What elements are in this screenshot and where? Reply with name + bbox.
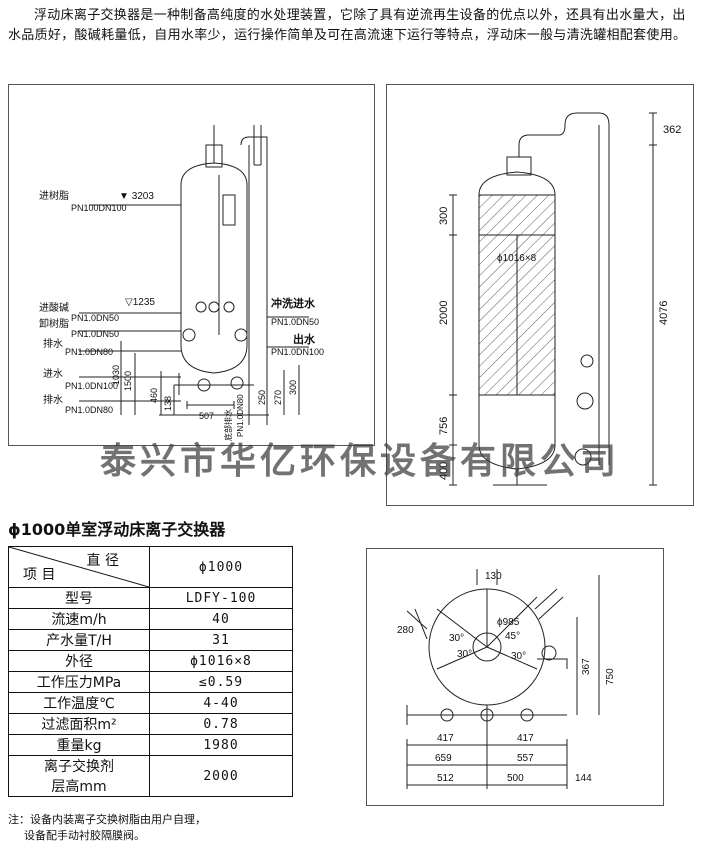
angle-30-c: 30° — [511, 651, 526, 662]
dim-300: 300 — [288, 380, 298, 395]
label-bottom-drain: 底部排水 — [223, 409, 233, 441]
dim-507: 507 — [199, 411, 214, 421]
header-bottom: 项 目 — [23, 567, 56, 583]
label-flush-spec: PN1.0DN50 — [271, 317, 319, 327]
table-row: 离子交换剂层高mm 2000 — [8, 755, 293, 797]
dim-138: 138 — [163, 396, 173, 411]
dim-1500: 1500 — [123, 371, 133, 391]
label-acid-in: 进酸碱 — [39, 301, 69, 314]
label-level-mid: ▽1235 — [125, 297, 155, 308]
dim-512: 512 — [437, 773, 454, 784]
dim-144: 144 — [575, 773, 592, 784]
angle-45: 45° — [505, 631, 520, 642]
dim-557: 557 — [517, 753, 534, 764]
label-spec-dn80: PN1.0DN80 — [65, 347, 113, 357]
intro-paragraph: 浮动床离子交换器是一种制备高纯度的水处理装置，它除了具有逆流再生设备的优点以外，… — [8, 8, 687, 43]
label-spec-dn50: PN1.0DN50 — [71, 313, 119, 323]
label-resin-in: 进树脂 — [39, 189, 69, 202]
dim-367: 367 — [581, 658, 592, 675]
dim-417-a: 417 — [437, 733, 454, 744]
dim-417-b: 417 — [517, 733, 534, 744]
section-drawing: 362 300 ϕ1016×8 2000 4076 756 400 — [386, 84, 694, 506]
label-flush-in: 冲洗进水 — [271, 296, 316, 310]
dim-985: ϕ985 — [497, 617, 520, 628]
dim-270: 270 — [273, 390, 283, 405]
side-elevation-drawing: 进树脂 PN100DN100 ▼ 3203 进酸碱 卸树脂 PN1.0DN50 … — [8, 84, 375, 446]
header-value: ϕ1000 — [149, 546, 293, 588]
header-top: 直 径 — [86, 553, 119, 569]
dim-2000: 2000 — [438, 301, 450, 325]
label-level-top: ▼ 3203 — [119, 191, 154, 202]
dim-300-right: 300 — [438, 207, 450, 225]
label-bottom-spec: PN1.0DN80 — [236, 394, 245, 437]
dim-500: 500 — [507, 773, 524, 784]
label-spec-dn80b: PN1.0DN80 — [65, 405, 113, 415]
dim-460: 460 — [149, 388, 159, 403]
label-spec-dn50b: PN1.0DN50 — [71, 329, 119, 339]
dim-756: 756 — [438, 417, 450, 435]
dim-400: 400 — [438, 462, 450, 480]
plan-view-drawing: 130 280 ϕ985 45° 30° 30° 30° 367 750 417… — [366, 548, 664, 806]
footnote-line-1: 注：设备内装离子交换树脂由用户自理， — [8, 813, 206, 826]
label-resin-in-spec: PN100DN100 — [71, 203, 127, 213]
dim-130: 130 — [485, 571, 502, 582]
label-out-spec: PN1.0DN100 — [271, 347, 324, 357]
label-water-in: 进水 — [43, 368, 63, 380]
angle-30-a: 30° — [449, 633, 464, 644]
dim-1030: 1030 — [111, 365, 121, 385]
label-drain-1: 排水 — [43, 337, 63, 350]
dim-280: 280 — [397, 625, 414, 636]
dim-4076: 4076 — [658, 301, 670, 325]
label-shell-size: ϕ1016×8 — [497, 253, 537, 264]
equipment-title: ϕ1000单室浮动床离子交换器 — [8, 520, 226, 539]
dim-659: 659 — [435, 753, 452, 764]
footnote: 注：设备内装离子交换树脂由用户自理， 设备配手动衬胶隔膜阀。 — [8, 812, 206, 844]
label-drain-2: 排水 — [43, 393, 63, 406]
footnote-line-2: 设备配手动衬胶隔膜阀。 — [24, 829, 145, 842]
label-resin-out: 卸树脂 — [39, 317, 69, 330]
header-cell: 直 径 项 目 — [8, 546, 150, 588]
table-row: 工作压力MPa≤0.59 — [8, 671, 293, 693]
company-watermark: 泰兴市华亿环保设备有限公司 — [99, 441, 620, 482]
dim-362: 362 — [663, 124, 681, 136]
dim-750: 750 — [605, 668, 616, 685]
dim-250: 250 — [257, 390, 267, 405]
label-water-out: 出水 — [293, 332, 316, 346]
angle-30-b: 30° — [457, 649, 472, 660]
label-spec-dn100: PN1.0DN100 — [65, 381, 118, 391]
